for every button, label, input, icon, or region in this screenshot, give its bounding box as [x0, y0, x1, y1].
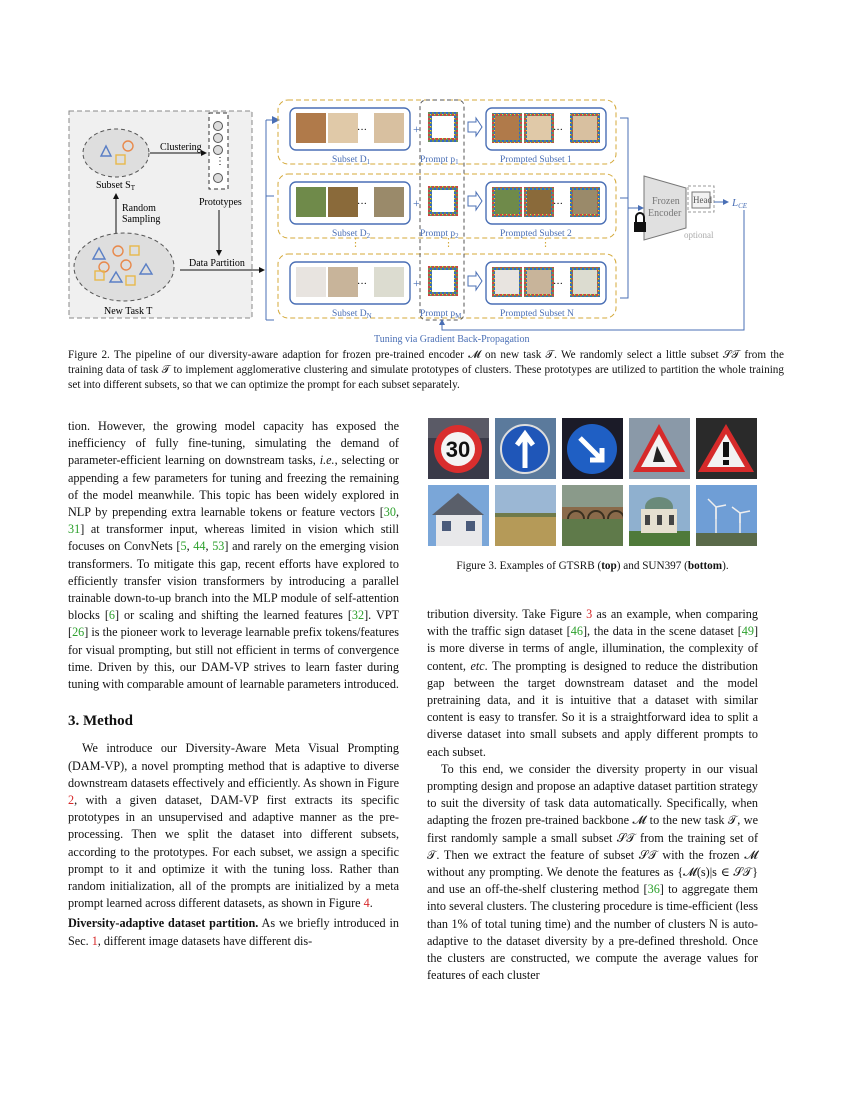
svg-text:30: 30: [446, 437, 470, 462]
svg-text:⋮: ⋮: [350, 237, 361, 249]
prompted-image: [527, 270, 551, 294]
optional-head-box: [687, 185, 715, 213]
subset-row-2: ··· Subset D2 + Prompt p2 ··· Prompted Subset…: [277, 173, 617, 240]
prompted-image: [527, 190, 551, 214]
triangle-icon: [99, 144, 113, 157]
svg-text:···: ···: [357, 199, 367, 210]
subset-image: [374, 267, 404, 297]
diversity-paragraph: tribution diversity. Take Figure 3 as an…: [427, 607, 758, 759]
prompted-subset-label: Prompted Subset 1: [500, 155, 572, 165]
svg-text:+: +: [413, 276, 420, 290]
subset-st-label: Subset ST: [96, 180, 136, 192]
prompted-subset-label: Prompted Subset N: [500, 309, 574, 319]
square-icon: [115, 154, 126, 165]
svg-text:···: ···: [553, 125, 563, 136]
scene-house: [428, 485, 489, 546]
prompted-image: [573, 270, 597, 294]
subset-rows: ··· Subset D1 + Prompt p1 ··· Prompted Subset…: [277, 99, 617, 320]
subset-label: Subset DN: [332, 309, 372, 320]
figure-2-pipeline: Subset ST Clustering ⋮ Prototypes Random…: [68, 99, 748, 345]
task-panel: Subset ST Clustering ⋮ Prototypes Random…: [68, 110, 265, 319]
subset-image: [296, 267, 326, 297]
svg-text:···: ···: [553, 199, 563, 210]
left-column: tion. However, the growing model capacit…: [68, 418, 399, 950]
figure-3-caption: Figure 3. Examples of GTSRB (top) and SU…: [456, 560, 729, 572]
scene-building: [629, 485, 690, 546]
svg-text:···: ···: [357, 125, 367, 136]
prompted-subset-label: Prompted Subset 2: [500, 229, 572, 239]
scene-field: [495, 485, 556, 546]
svg-text:+: +: [413, 196, 420, 210]
circle-icon: [122, 140, 134, 152]
subset-label: Subset D1: [332, 155, 371, 166]
sign-warning-1: [629, 418, 690, 479]
clustering-label: Clustering: [160, 142, 202, 153]
section-heading: 3. Method: [68, 713, 133, 730]
prompt-label: Prompt p2: [420, 229, 459, 240]
sign-speed-30: 30: [428, 418, 489, 479]
loss-ce: LCE: [731, 197, 748, 210]
svg-text:Encoder: Encoder: [648, 208, 682, 219]
prompted-image: [573, 116, 597, 140]
optional-label: optional: [684, 230, 714, 240]
svg-text:Head: Head: [693, 195, 712, 205]
prompted-image: [573, 190, 597, 214]
data-partition-label: Data Partition: [189, 258, 245, 269]
subset-label: Subset D2: [332, 229, 371, 240]
sign-warning-2: [696, 418, 757, 479]
subset-image: [328, 113, 358, 143]
partition-paragraph: Diversity-adaptive dataset partition. As…: [68, 916, 399, 948]
method-paragraph: We introduce our Diversity-Aware Meta Vi…: [68, 741, 399, 911]
subset-image: [328, 267, 358, 297]
clustering-paragraph: To this end, we consider the diversity p…: [427, 761, 758, 983]
prompt-label: Prompt p1: [420, 155, 459, 166]
right-column: tribution diversity. Take Figure 3 as an…: [427, 606, 758, 984]
subset-image: [374, 187, 404, 217]
new-task-ellipse: [73, 232, 175, 302]
sign-keep-right: [562, 418, 623, 479]
sign-ahead: [495, 418, 556, 479]
figure-2-caption: Figure 2. The pipeline of our diversity-…: [68, 349, 784, 391]
sampling-label: Sampling: [122, 214, 160, 225]
lock-icon: [634, 212, 646, 232]
subset-row-3: ··· Subset DN + Prompt pM ··· Prompted Subset…: [277, 253, 617, 320]
figure-3-examples: 30: [428, 418, 759, 550]
svg-text:Frozen: Frozen: [652, 196, 680, 207]
prompted-image: [527, 116, 551, 140]
svg-text:···: ···: [357, 279, 367, 290]
prototypes-label: Prototypes: [199, 197, 242, 208]
svg-text:···: ···: [553, 279, 563, 290]
subset-row-1: ··· Subset D1 + Prompt p1 ··· Prompted Subset…: [277, 99, 617, 166]
svg-text:⋮: ⋮: [540, 237, 551, 249]
scene-bridge: [562, 485, 623, 546]
svg-text:+: +: [413, 122, 420, 136]
random-label: Random: [122, 203, 156, 214]
tuning-label: Tuning via Gradient Back-Propagation: [374, 334, 529, 345]
prompted-image: [495, 270, 519, 294]
subset-image: [374, 113, 404, 143]
svg-text:⋮: ⋮: [443, 237, 454, 249]
subset-image: [296, 113, 326, 143]
new-task-label: New Task T: [104, 306, 152, 317]
subset-image: [328, 187, 358, 217]
subset-ellipse: [82, 128, 150, 178]
prompted-image: [495, 116, 519, 140]
intro-paragraph: tion. However, the growing model capacit…: [68, 419, 400, 692]
scene-wind-turbines: [696, 485, 757, 546]
subset-image: [296, 187, 326, 217]
prompted-image: [495, 190, 519, 214]
svg-text:⋮: ⋮: [215, 156, 225, 167]
prompt-label: Prompt pM: [420, 309, 462, 320]
